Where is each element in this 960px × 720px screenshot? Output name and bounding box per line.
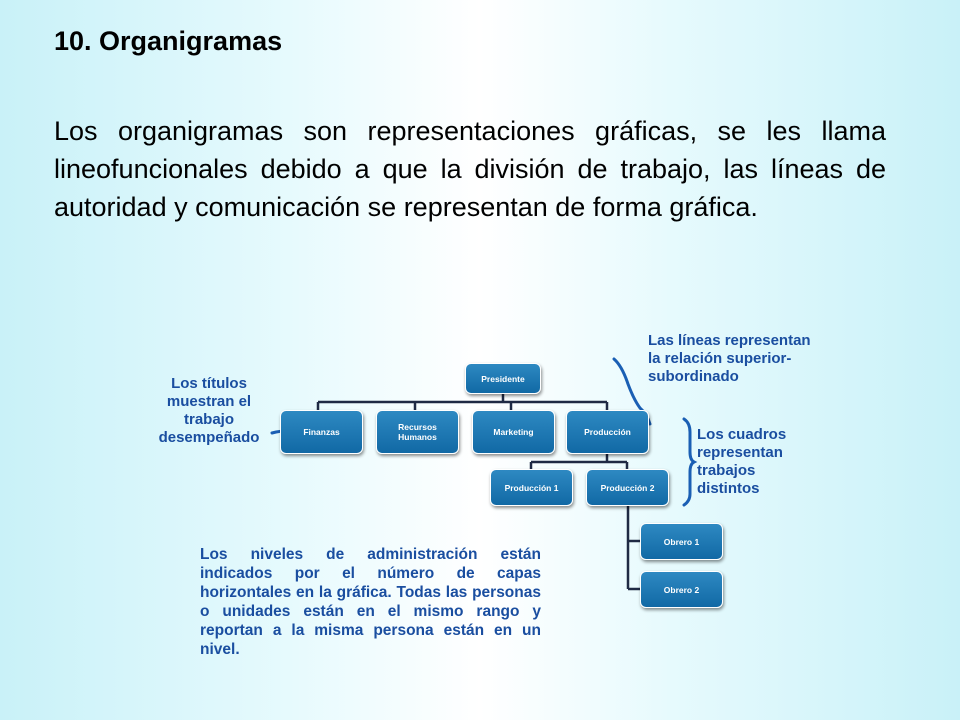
org-box-obrero-1: Obrero 1 [640, 523, 723, 560]
org-box-presidente: Presidente [465, 363, 541, 394]
annotation-boxes: Los cuadros representan trabajos distint… [697, 426, 787, 497]
org-box-marketing: Marketing [472, 410, 555, 454]
org-box-obrero-2: Obrero 2 [640, 571, 723, 608]
org-box-produccion-1: Producción 1 [490, 469, 573, 506]
org-box-produccion-2: Producción 2 [586, 469, 669, 506]
annotation-lines: Las líneas representan la relación super… [648, 332, 811, 385]
boxes-note-brace [682, 417, 698, 507]
org-box-finanzas: Finanzas [280, 410, 363, 454]
annotation-levels: Los niveles de administración están indi… [200, 546, 541, 658]
intro-paragraph: Los organigramas son representaciones gr… [54, 116, 886, 222]
org-box-produccion: Producción [566, 410, 649, 454]
annotation-titles: Los títulos muestran el trabajo desempeñ… [158, 375, 260, 446]
org-box-recursos-humanos: Recursos Humanos [376, 410, 459, 454]
page-title: 10. Organigramas [54, 26, 283, 56]
